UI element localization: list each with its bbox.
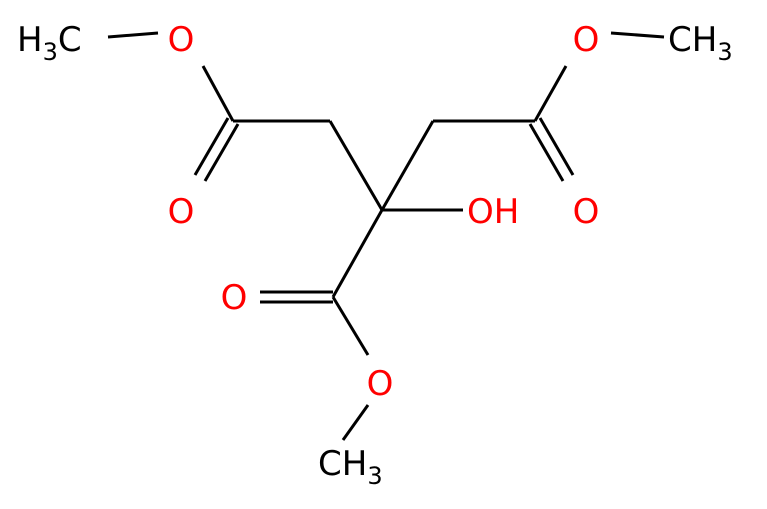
hydroxyl-label: OH (467, 192, 519, 232)
methyl-label-top-right: CH3 (668, 20, 733, 66)
methyl-label-bottom: CH3 (318, 444, 383, 490)
bond-ester-o-left-to-carbonyl-c (201, 65, 235, 122)
atom-labels: H3C O O O CH3 O OH O O CH3 (17, 20, 733, 490)
double-bond-left-b (203, 123, 240, 182)
bond-ch2-left-to-central-c (328, 120, 384, 211)
methyl-label-top-left: H3C (17, 20, 82, 66)
double-bond-right-a (528, 123, 565, 182)
carbonyl-oxygen-left: O (168, 192, 195, 232)
bond-ester-o-bottom-to-methyl (341, 404, 370, 441)
bond-central-c-to-carbonyl-c-bottom (331, 209, 384, 298)
bond-carbonyl-c-right-to-ester-o (533, 65, 568, 122)
bonds (107, 31, 665, 441)
ester-oxygen-top-left: O (168, 20, 195, 60)
double-bonds (193, 117, 575, 304)
carbonyl-oxygen-right: O (573, 192, 600, 232)
bond-methyl-to-ester-o-left (107, 31, 159, 39)
double-bond-right-b (538, 117, 575, 176)
ester-oxygen-top-right: O (573, 20, 600, 60)
double-bond-left-a (193, 117, 230, 176)
bond-central-c-to-ch2-right (380, 120, 435, 211)
ester-oxygen-bottom: O (367, 364, 394, 404)
bond-carbonyl-c-bottom-to-ester-o (331, 296, 370, 356)
carbonyl-oxygen-bottom: O (221, 278, 248, 318)
bond-ester-o-right-to-methyl (610, 31, 665, 39)
